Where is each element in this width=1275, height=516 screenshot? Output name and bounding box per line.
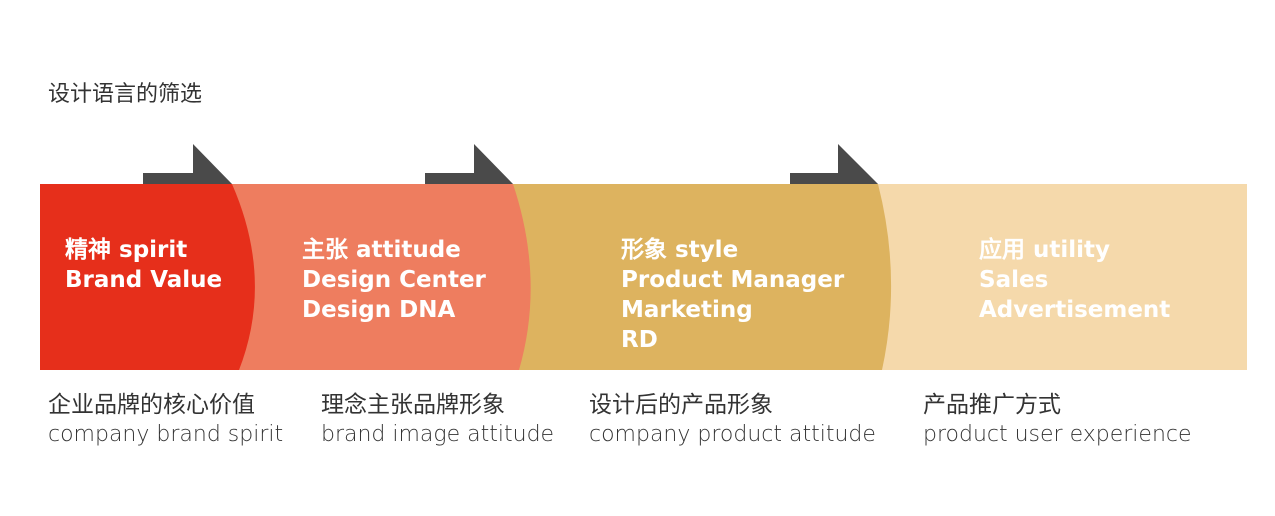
caption-en: company brand spirit (48, 422, 284, 447)
caption-cn: 产品推广方式 (923, 392, 1061, 418)
stage-4-text: 应用 utility Sales Advertisement (979, 235, 1170, 325)
stage-line: Design DNA (302, 297, 456, 323)
caption-cn: 理念主张品牌形象 (321, 392, 505, 418)
stage-line: 精神 spirit (65, 237, 188, 263)
diagram-title: 设计语言的筛选 (48, 82, 203, 107)
caption-cn: 企业品牌的核心价值 (48, 392, 255, 418)
caption-cn: 设计后的产品形象 (589, 392, 773, 418)
stage-3-caption: 设计后的产品形象 company product attitude (589, 390, 876, 450)
caption-en: product user experience (923, 422, 1192, 447)
stage-line: Sales (979, 267, 1049, 293)
stage-1-text: 精神 spirit Brand Value (65, 235, 222, 295)
stage-line: Design Center (302, 267, 486, 293)
stage-4-caption: 产品推广方式 product user experience (923, 390, 1192, 450)
stage-1-band (40, 184, 255, 370)
stage-line: Brand Value (65, 267, 223, 293)
arrow-icon (425, 144, 513, 184)
stage-line: 应用 utility (979, 237, 1111, 263)
stage-line: Product Manager (621, 267, 845, 293)
arrow-icon (143, 144, 232, 184)
arrow-icon (790, 144, 878, 184)
stage-2-text: 主张 attitude Design Center Design DNA (302, 235, 486, 325)
stage-1-caption: 企业品牌的核心价值 company brand spirit (48, 390, 283, 450)
stage-line: Marketing (621, 297, 753, 323)
stage-line: Advertisement (979, 297, 1171, 323)
stage-2-caption: 理念主张品牌形象 brand image attitude (321, 390, 554, 450)
stage-line: 形象 style (621, 237, 739, 263)
caption-en: company product attitude (589, 422, 876, 447)
stage-line: RD (621, 327, 658, 353)
caption-en: brand image attitude (321, 422, 555, 447)
stage-3-text: 形象 style Product Manager Marketing RD (621, 235, 844, 355)
stage-line: 主张 attitude (302, 237, 461, 263)
